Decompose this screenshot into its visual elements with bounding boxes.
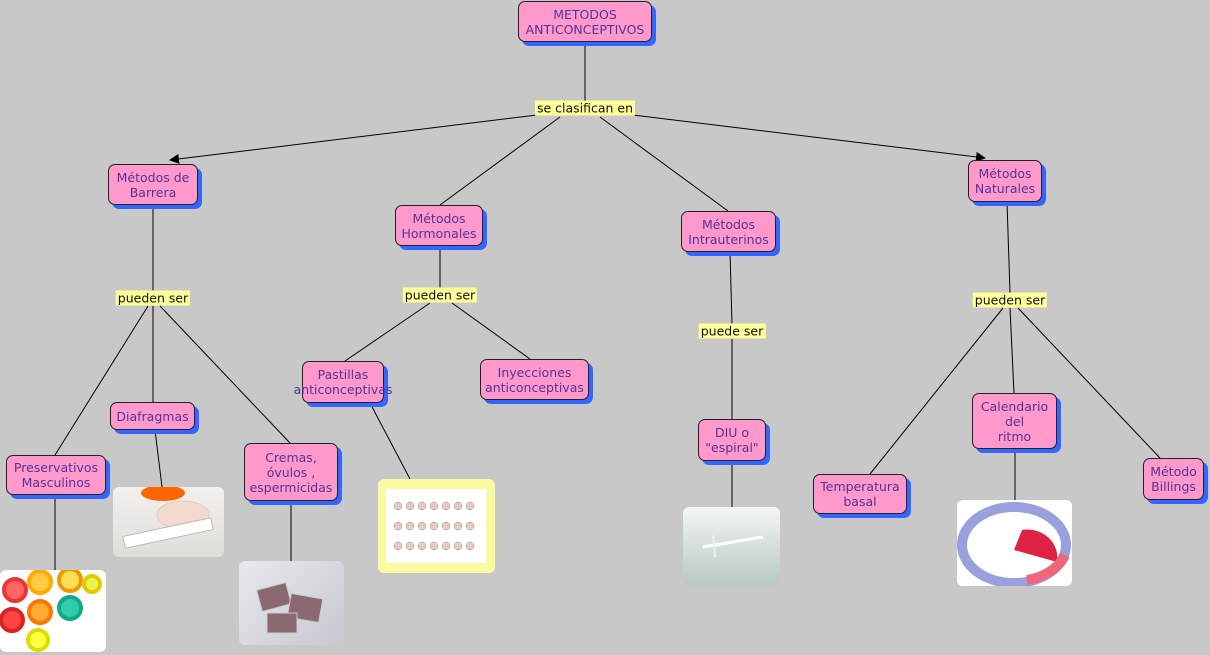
spermicide-image (239, 561, 344, 645)
root-concept[interactable]: METODOS ANTICONCEPTIVOS (518, 1, 652, 42)
concept-metodos-intrauterinos[interactable]: Métodos Intrauterinos (681, 211, 776, 252)
iud-image (683, 507, 780, 585)
concept-metodos-naturales[interactable]: Métodos Naturales (968, 160, 1042, 202)
link-label-clasifican[interactable]: se clasifican en (534, 100, 636, 116)
link-label-pueden-barrera[interactable]: pueden ser (115, 290, 191, 306)
condoms-image (0, 570, 106, 652)
concept-temperatura[interactable]: Temperatura basal (813, 474, 907, 514)
concept-preservativos[interactable]: Preservativos Masculinos (6, 455, 106, 495)
concept-pastillas[interactable]: Pastillas anticonceptivas (294, 361, 392, 403)
concept-inyecciones[interactable]: Inyecciones anticonceptivas (480, 359, 589, 400)
link-label-pueden-naturales[interactable]: pueden ser (972, 292, 1048, 308)
concept-diu[interactable]: DIU o "espiral" (698, 419, 766, 461)
link-label-puede-intrauterinos[interactable]: puede ser (698, 323, 766, 339)
concept-calendario[interactable]: Calendario del ritmo (972, 393, 1057, 449)
link-label-pueden-hormonales[interactable]: pueden ser (402, 287, 478, 303)
rhythm-calendar-image (957, 500, 1072, 586)
concept-billings[interactable]: Método Billings (1143, 458, 1204, 500)
concept-diafragmas[interactable]: Diafragmas (110, 402, 195, 430)
concept-metodos-barrera[interactable]: Métodos de Barrera (108, 164, 198, 205)
diaphragm-image (113, 487, 224, 557)
concept-cremas[interactable]: Cremas, óvulos , espermicidas (244, 443, 338, 501)
pill-pack-image (378, 479, 495, 573)
concept-metodos-hormonales[interactable]: Métodos Hormonales (395, 205, 483, 246)
